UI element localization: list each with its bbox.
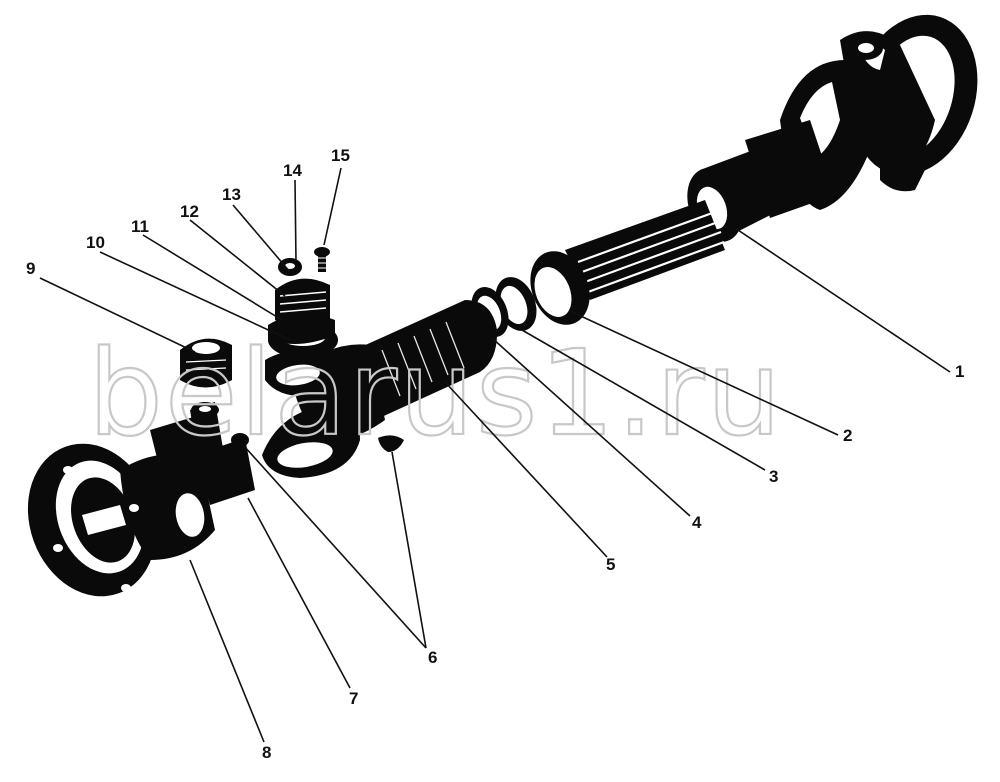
leader-1 [734, 227, 951, 373]
left-flange-yoke [27, 443, 215, 597]
leader-6b [391, 451, 427, 649]
leader-7 [247, 497, 351, 689]
splined-shaft [565, 200, 725, 300]
sliding-yoke [262, 344, 385, 478]
grease-fitting-6b [378, 435, 404, 452]
leader-11 [142, 234, 283, 321]
callout-1: 1 [955, 362, 964, 381]
leader-15 [323, 167, 342, 246]
callout-2: 2 [843, 426, 852, 445]
bearing-cap-stack [268, 258, 338, 358]
callout-10: 10 [86, 233, 105, 252]
leader-10 [99, 251, 291, 341]
outer-tube [687, 120, 835, 242]
bolt-15 [314, 247, 330, 272]
callout-6: 6 [428, 648, 437, 667]
right-flange-yoke [780, 14, 978, 210]
callout-13: 13 [222, 185, 241, 204]
callout-4: 4 [692, 513, 702, 532]
leader-6a [243, 445, 427, 649]
callout-12: 12 [180, 202, 199, 221]
leader-2 [571, 311, 839, 436]
callout-11: 11 [131, 217, 149, 236]
callout-9: 9 [26, 259, 35, 278]
leader-8 [189, 559, 265, 743]
leader-3 [521, 329, 766, 471]
callout-7: 7 [349, 689, 358, 708]
leader-lines [39, 167, 951, 743]
callout-labels: 1 2 3 4 5 6 7 8 9 10 11 12 13 14 15 [26, 146, 964, 762]
watermark: belarus1.ru [88, 324, 783, 462]
callout-8: 8 [262, 743, 271, 762]
callout-14: 14 [283, 161, 302, 180]
callout-5: 5 [606, 555, 615, 574]
leader-9 [39, 277, 196, 353]
leader-14 [294, 179, 297, 263]
seal-ring-2 [530, 251, 590, 325]
grease-fitting-6a [231, 433, 249, 447]
callout-15: 15 [331, 146, 350, 165]
leader-12 [189, 219, 286, 297]
callout-3: 3 [769, 467, 778, 486]
leader-5 [444, 381, 608, 558]
leader-4 [491, 337, 691, 517]
protective-boot [350, 300, 498, 420]
leader-13 [232, 204, 291, 273]
